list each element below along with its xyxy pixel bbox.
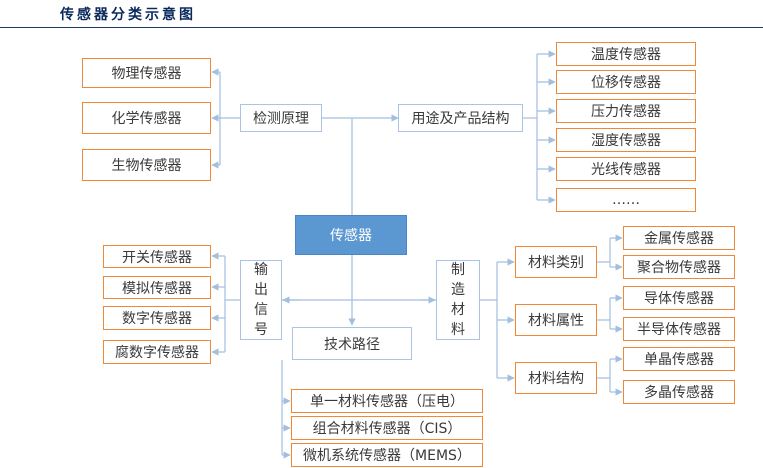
material-char: 制 bbox=[451, 262, 465, 278]
output-char: 输 bbox=[254, 262, 268, 278]
semiconductor-sensor: 半导体传感器 bbox=[623, 317, 735, 341]
material-category: 制 造 材 料 bbox=[436, 260, 480, 340]
biological-sensor: 生物传感器 bbox=[82, 149, 211, 181]
conductor-sensor: 导体传感器 bbox=[623, 286, 735, 310]
single-crystal-sensor: 单晶传感器 bbox=[623, 347, 735, 371]
material-char: 造 bbox=[451, 282, 465, 298]
material-char: 材 bbox=[451, 302, 465, 318]
output-char: 出 bbox=[254, 282, 268, 298]
material-type-group: 材料类别 bbox=[515, 246, 597, 278]
composite-material-sensor: 组合材料传感器（CIS） bbox=[291, 416, 483, 440]
physical-sensor: 物理传感器 bbox=[82, 58, 211, 88]
output-char: 信 bbox=[254, 302, 268, 318]
center-sensor: 传感器 bbox=[295, 215, 407, 255]
mems-sensor: 微机系统传感器（MEMS） bbox=[291, 443, 483, 467]
temperature-sensor: 温度传感器 bbox=[556, 42, 696, 66]
polycrystal-sensor: 多晶传感器 bbox=[623, 380, 735, 404]
pressure-sensor: 压力传感器 bbox=[556, 99, 696, 123]
more-sensors: …… bbox=[556, 188, 696, 212]
use-category: 用途及产品结构 bbox=[398, 104, 523, 132]
humidity-sensor: 湿度传感器 bbox=[556, 128, 696, 152]
principle-category: 检测原理 bbox=[240, 104, 322, 132]
page-title: 传感器分类示意图 bbox=[60, 7, 196, 23]
polymer-sensor: 聚合物传感器 bbox=[623, 255, 735, 279]
analog-sensor: 模拟传感器 bbox=[103, 276, 211, 299]
quasi-digital-sensor: 腐数字传感器 bbox=[103, 340, 211, 364]
material-property-group: 材料属性 bbox=[515, 304, 597, 336]
output-char: 号 bbox=[254, 322, 268, 338]
output-category: 输 出 信 号 bbox=[240, 260, 282, 340]
displacement-sensor: 位移传感器 bbox=[556, 70, 696, 94]
metal-sensor: 金属传感器 bbox=[623, 226, 735, 250]
material-char: 料 bbox=[451, 322, 465, 338]
single-material-sensor: 单一材料传感器（压电） bbox=[291, 389, 483, 413]
material-structure-group: 材料结构 bbox=[515, 362, 597, 394]
digital-sensor: 数字传感器 bbox=[103, 306, 211, 330]
title-underline bbox=[0, 27, 763, 28]
tech-category: 技术路径 bbox=[292, 327, 412, 360]
switch-sensor: 开关传感器 bbox=[103, 245, 211, 268]
chemical-sensor: 化学传感器 bbox=[82, 102, 211, 134]
light-sensor: 光线传感器 bbox=[556, 157, 696, 181]
